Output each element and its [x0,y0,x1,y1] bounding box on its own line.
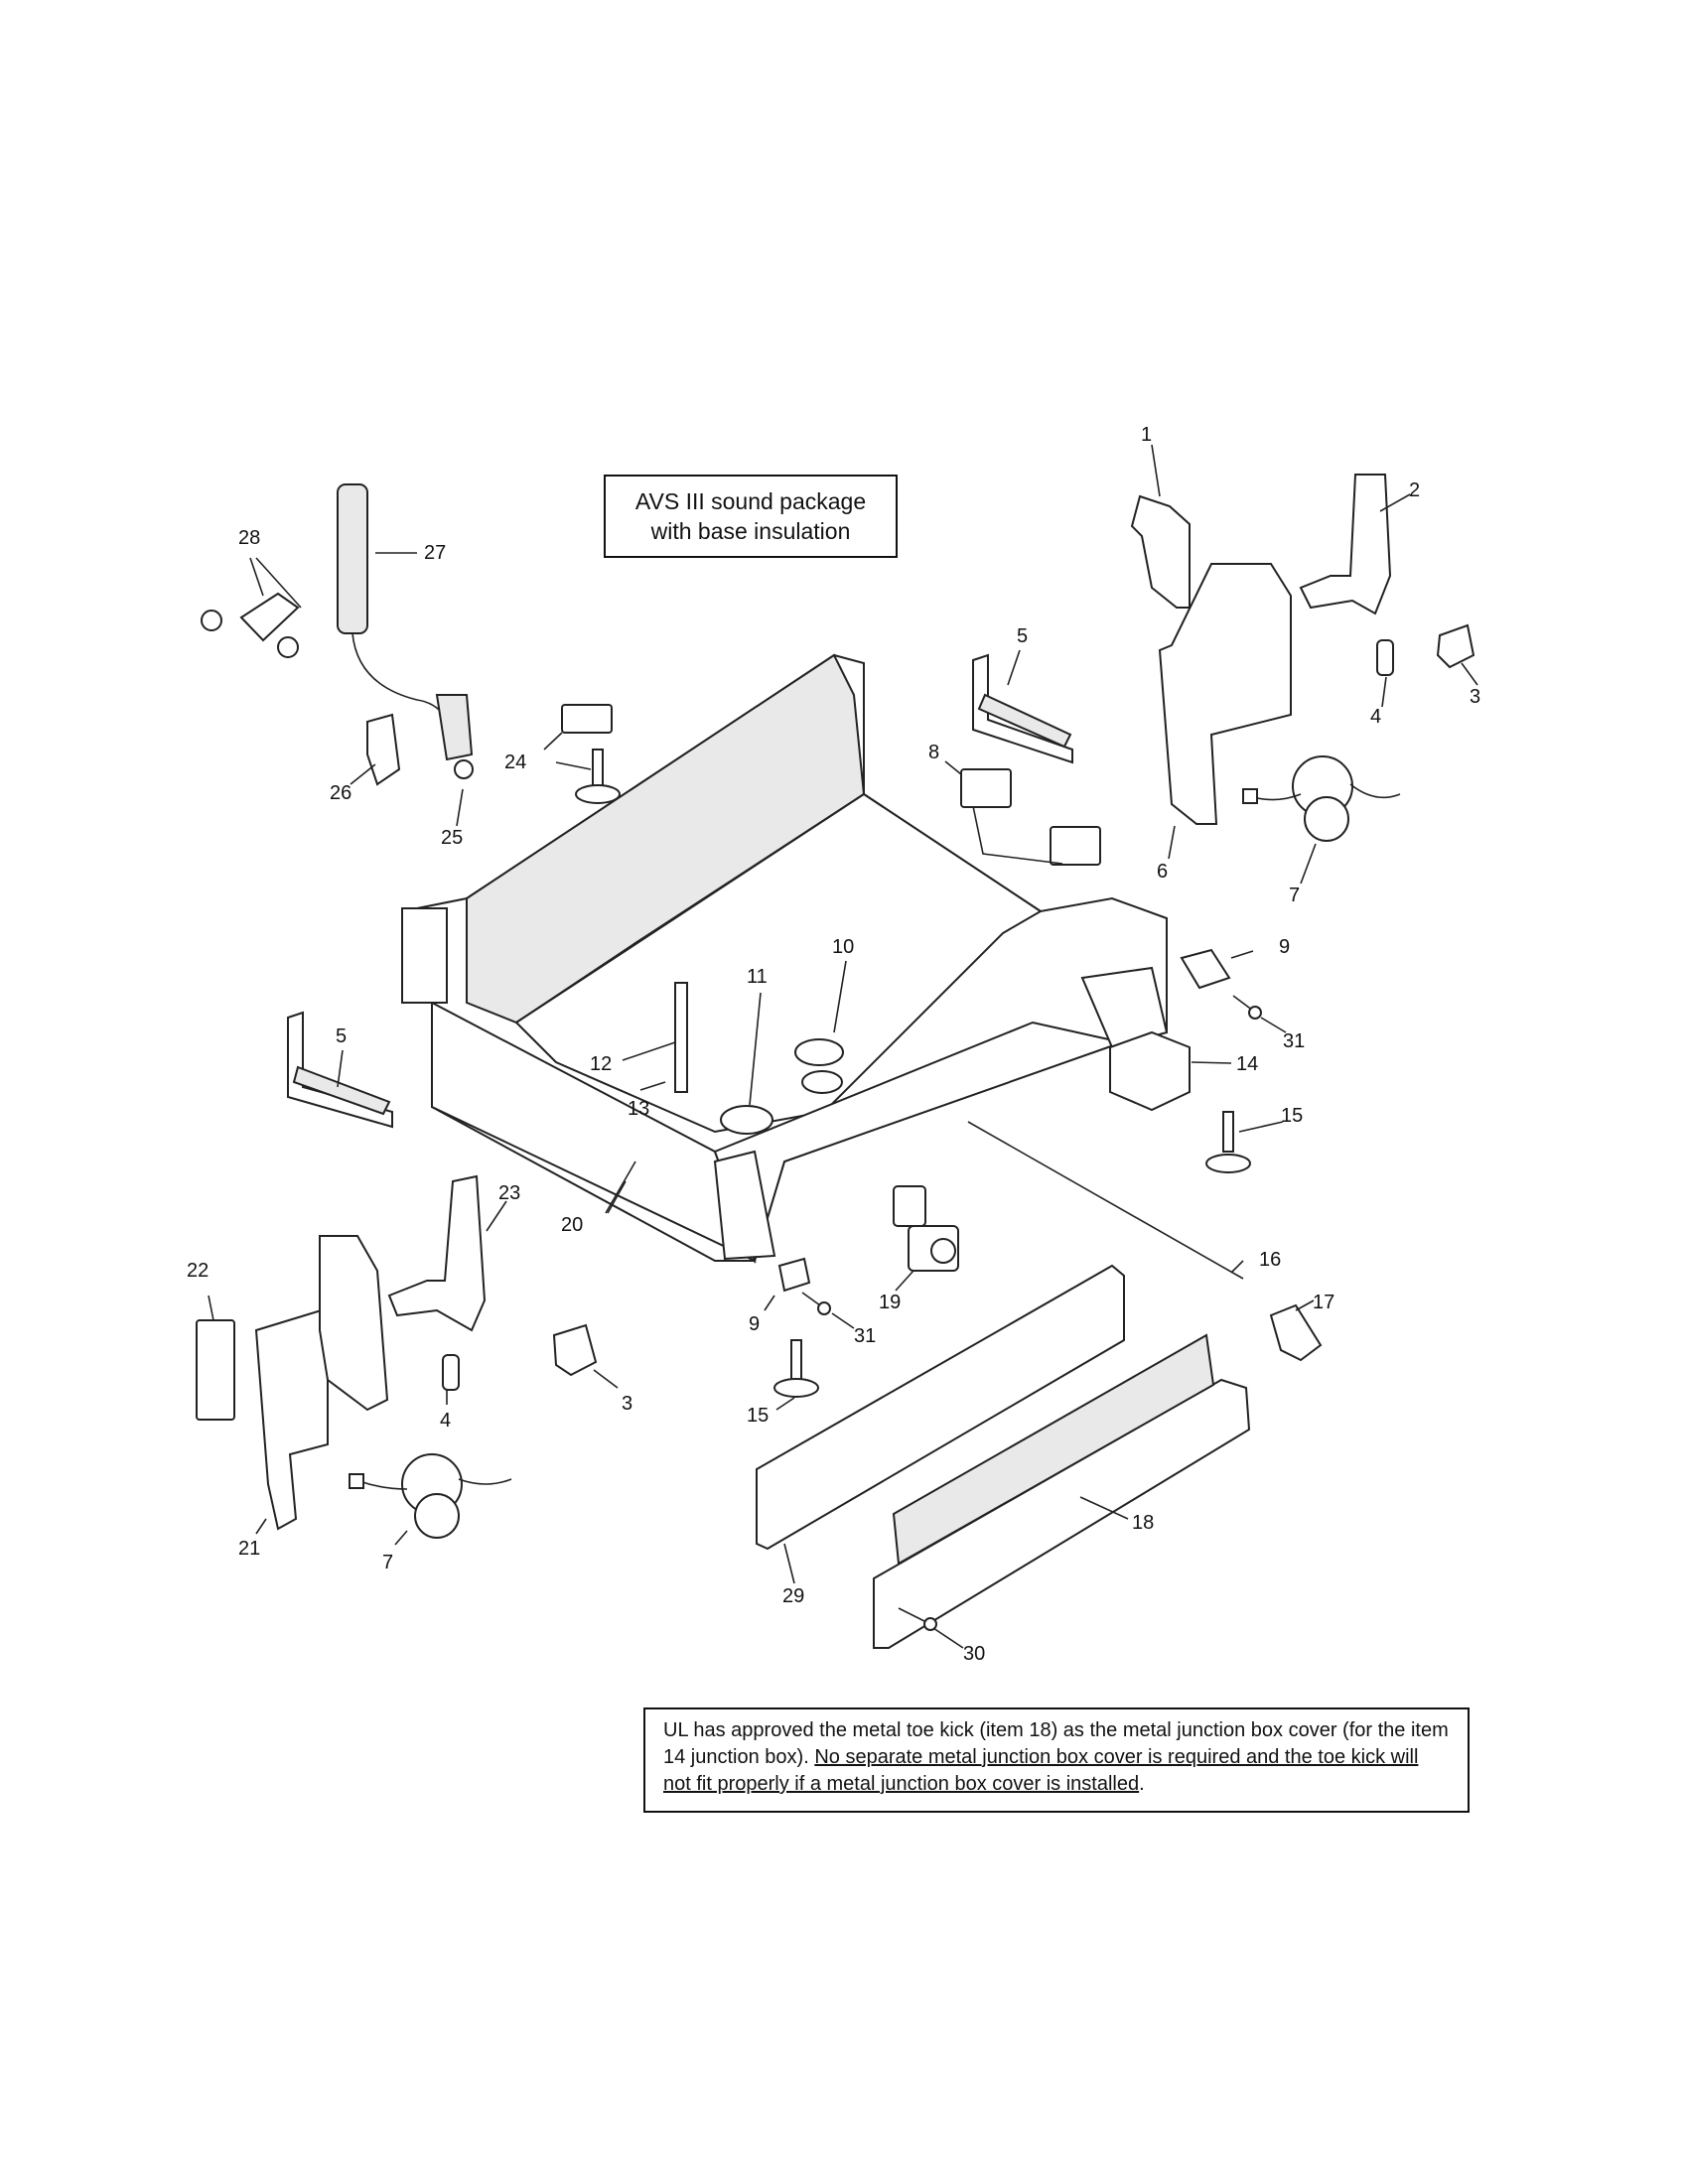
callout-26: 26 [330,782,351,804]
avs-note-box: AVS III sound package with base insulati… [604,475,898,558]
callout-31: 31 [854,1325,876,1347]
ul-note-underlined: No separate metal junction box cover is … [663,1746,1419,1795]
callout-16: 16 [1259,1249,1281,1271]
callout-11: 11 [747,966,768,988]
callout-10: 10 [832,936,854,958]
callout-3: 3 [622,1393,632,1415]
callout-28: 28 [238,527,260,549]
callout-29: 29 [782,1585,804,1607]
base-tub [401,653,1169,1265]
ul-note-text: UL has approved the metal toe kick (item… [663,1719,1449,1768]
callout-9: 9 [1279,936,1290,958]
part-3-clip-right [1436,623,1475,669]
part-2-bracket [1299,474,1392,615]
callout-18: 18 [1132,1512,1154,1534]
part-7-motor-left [349,1453,512,1539]
part-8-connectors [960,768,1101,866]
callout-30: 30 [963,1643,985,1665]
part-5-spring-right [972,653,1073,764]
ul-note-end: . [1139,1773,1145,1795]
part-31-screw-left [801,1292,831,1315]
callout-25: 25 [441,827,463,849]
part-9-clip-left [777,1257,811,1293]
part-16-rod [967,1121,1244,1280]
callout-8: 8 [928,742,939,763]
callout-4: 4 [1370,706,1381,728]
callout-17: 17 [1313,1292,1334,1313]
part-3-clip-left [552,1323,598,1377]
part-30-screw [898,1607,937,1631]
ul-note-box: UL has approved the metal toe kick (item… [643,1707,1470,1813]
callout-5: 5 [1017,625,1028,647]
part-6-panel-right [1158,563,1292,825]
callout-5: 5 [336,1025,347,1047]
part-21-panel-left [254,1306,329,1531]
part-31-screw-right [1232,995,1262,1020]
callout-14: 14 [1236,1053,1258,1075]
callout-22: 22 [187,1260,209,1282]
part-28-hose-coupling [201,592,300,658]
callout-21: 21 [238,1538,260,1560]
callout-2: 2 [1409,479,1420,501]
part-4-switch-left [442,1354,460,1391]
callout-7: 7 [382,1552,393,1573]
part-19-water-valve [893,1185,959,1272]
part-15-leveler-right [1205,1111,1251,1173]
avs-note-line1: AVS III sound package [634,488,867,514]
part-15-leveler-left [773,1339,819,1398]
callout-15: 15 [747,1405,769,1427]
callout-23: 23 [498,1182,520,1204]
callout-24: 24 [504,751,526,773]
part-7-motor-right [1242,755,1401,842]
callout-20: 20 [561,1214,583,1236]
avs-note-line2: with base insulation [650,518,851,544]
callout-31: 31 [1283,1030,1305,1052]
part-23-bracket [387,1174,487,1332]
part-26-clip [366,713,401,786]
callout-13: 13 [628,1098,649,1120]
callout-12: 12 [590,1053,612,1075]
leader-lines [208,444,1478,1649]
part-1-bracket [1130,494,1191,609]
callout-19: 19 [879,1292,901,1313]
part-5-spring-left [287,1011,393,1129]
callout-27: 27 [424,542,446,564]
callout-3: 3 [1470,686,1480,708]
callout-9: 9 [749,1313,760,1335]
callout-4: 4 [440,1410,451,1432]
callout-15: 15 [1281,1105,1303,1127]
part-24-part [561,704,621,804]
part-9-clip-right [1180,948,1231,990]
part-29-toe-kick [756,1264,1125,1551]
part-17-cap [1269,1303,1323,1362]
part-14-junction-box [1109,1030,1191,1112]
part-18-metal-toe-kick [873,1333,1251,1649]
part-27-drain-hose [337,483,474,779]
callout-6: 6 [1157,861,1168,883]
part-23-panel-left [319,1235,389,1412]
part-4-switch-right [1376,639,1394,676]
callout-1: 1 [1141,424,1152,446]
part-22-part [196,1319,235,1421]
callout-labels: 1 2 3 4 5 6 7 8 9 10 11 12 13 14 15 16 1… [187,424,1480,1665]
callout-7: 7 [1289,885,1300,906]
